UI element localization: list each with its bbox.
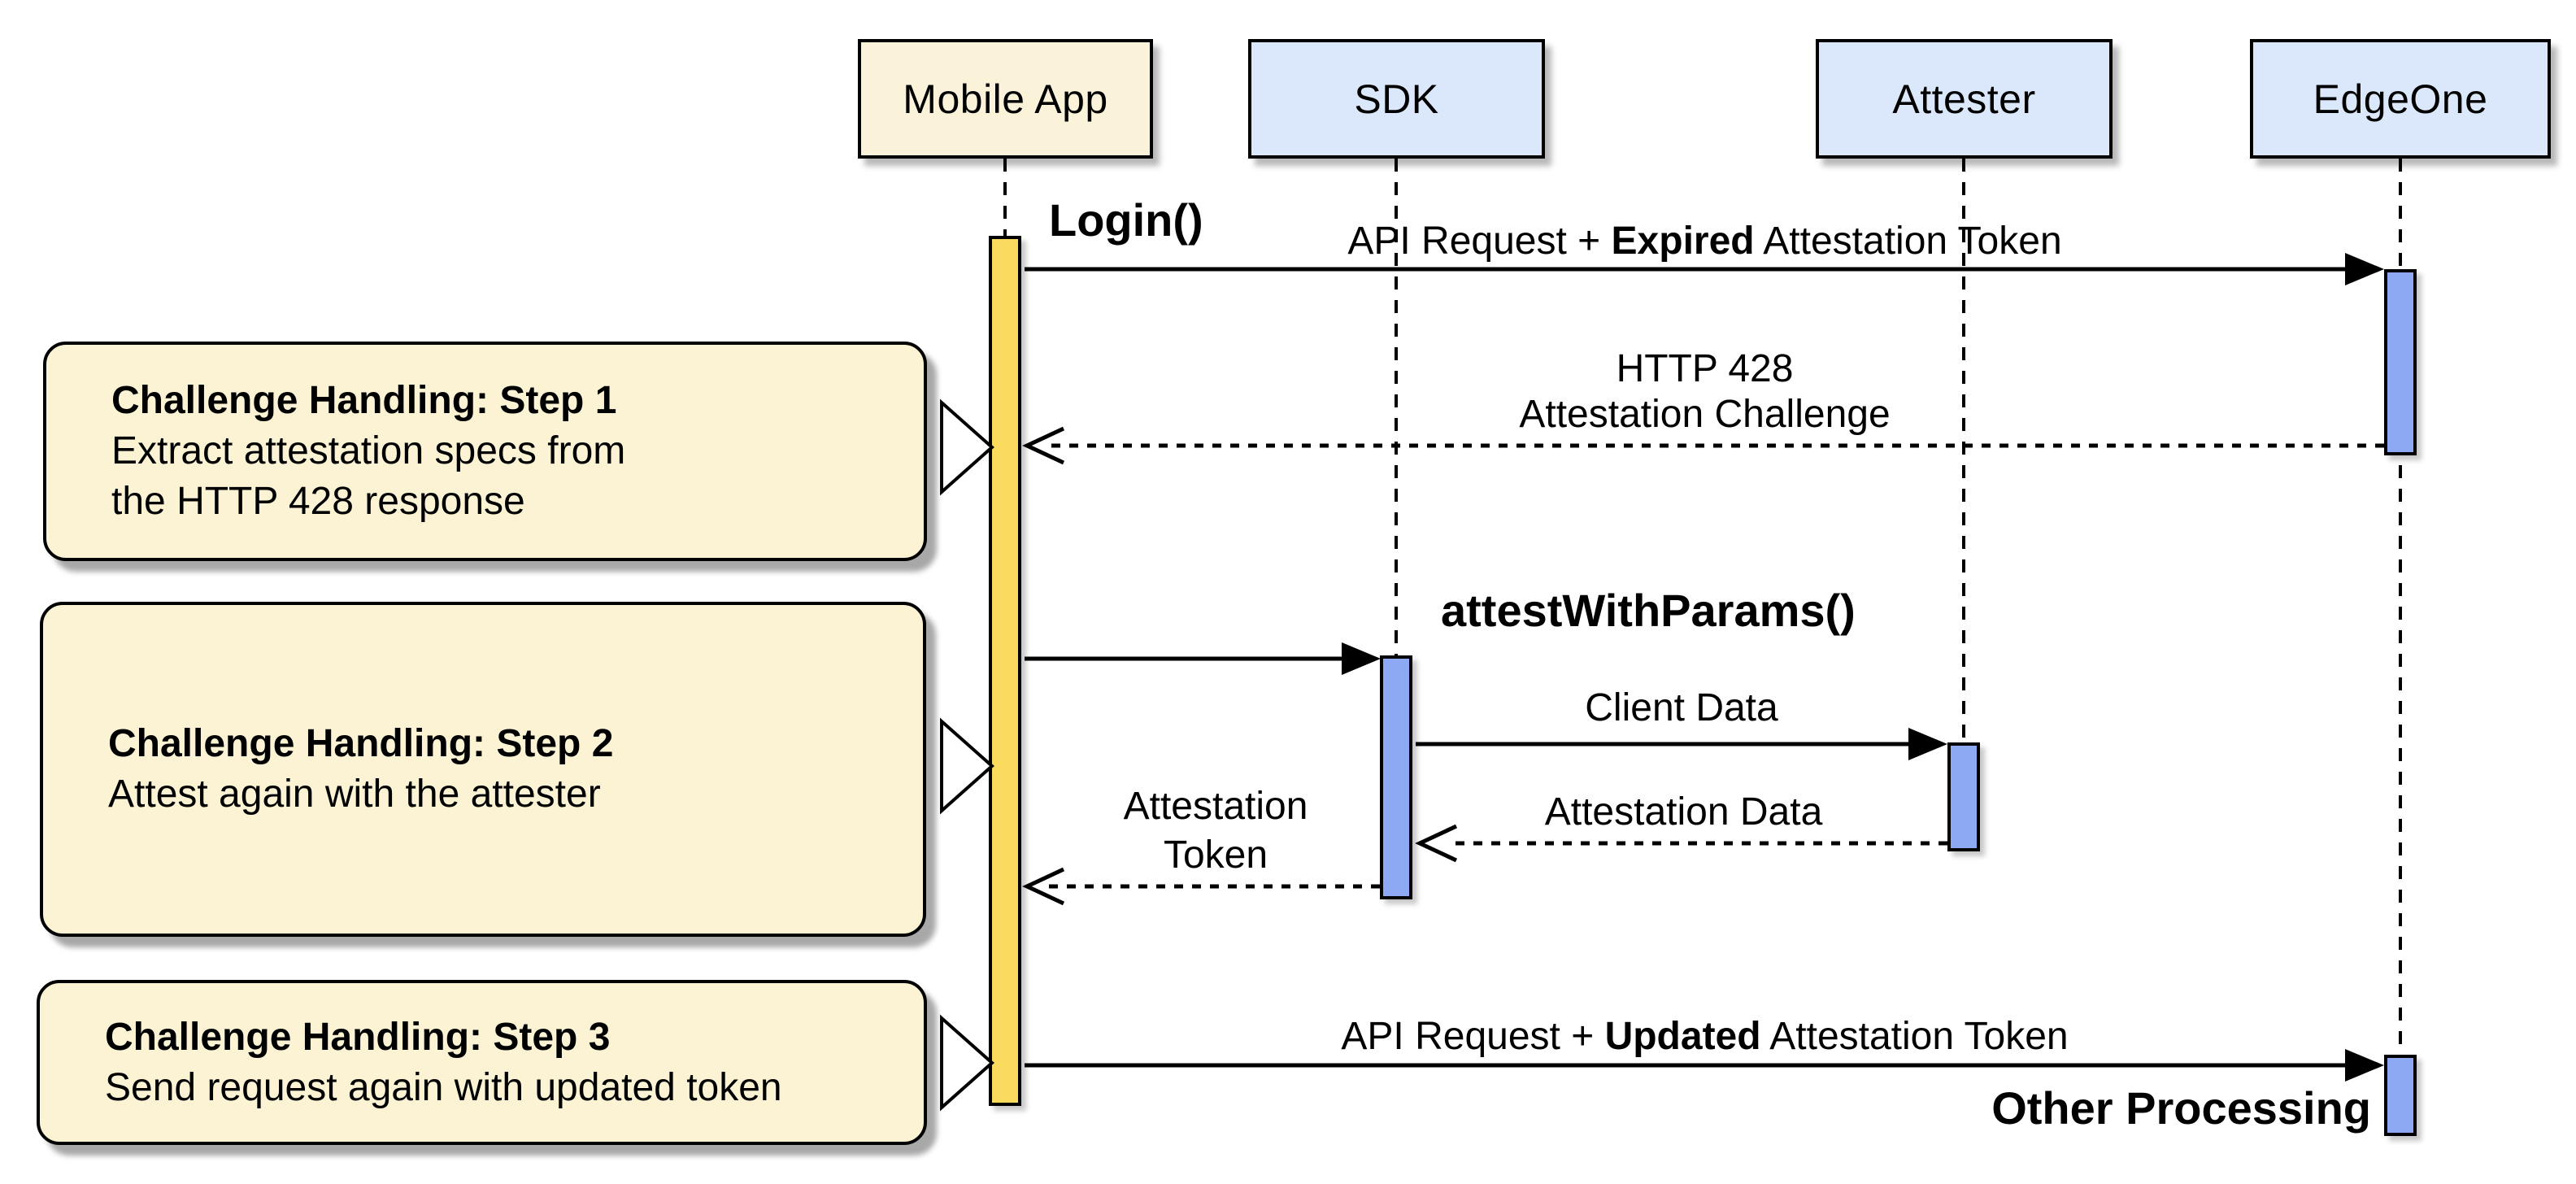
message-api-request-expired-prefix: API Request +	[1347, 220, 1612, 263]
arrowhead-attest-call	[1342, 642, 1381, 675]
note-pointer-3	[940, 1014, 995, 1112]
note-step-1-title: Challenge Handling: Step 1	[111, 379, 617, 422]
participant-edgeone: EdgeOne	[2250, 39, 2551, 159]
message-http-428-line-1: HTTP 428	[1616, 347, 1794, 390]
message-api-request-updated-bold: Updated	[1604, 1015, 1761, 1058]
participant-attester-label: Attester	[1892, 76, 2036, 122]
note-step-2-title: Challenge Handling: Step 2	[108, 722, 614, 765]
arrowhead-attestation-data	[1415, 824, 1458, 863]
arrowhead-client-data	[1908, 728, 1947, 760]
participant-mobile-app: Mobile App	[858, 39, 1153, 159]
message-api-request-updated-prefix: API Request +	[1341, 1015, 1605, 1058]
activation-bar-edgeone-1	[2384, 269, 2417, 455]
note-step-2: Challenge Handling: Step 2 Attest again …	[40, 602, 926, 937]
note-step-2-line-1: Attest again with the attester	[108, 773, 601, 816]
other-processing-label: Other Processing	[1991, 1082, 2371, 1134]
message-api-request-expired-suffix: Attestation Token	[1754, 220, 2062, 263]
participant-edgeone-label: EdgeOne	[2313, 76, 2488, 122]
message-api-request-updated-suffix: Attestation Token	[1760, 1015, 2069, 1058]
login-label: Login()	[1049, 194, 1203, 246]
participant-sdk-label: SDK	[1354, 76, 1439, 122]
message-api-request-expired-bold: Expired	[1611, 220, 1755, 263]
note-step-1-line-1: Extract attestation specs from	[111, 429, 626, 472]
attest-with-params-label: attestWithParams()	[1441, 585, 1856, 636]
participant-attester: Attester	[1816, 39, 2113, 159]
note-step-3-line-1: Send request again with updated token	[105, 1065, 782, 1109]
activation-bar-edgeone-2	[2384, 1055, 2417, 1136]
activation-bar-mobile-app	[989, 236, 1021, 1106]
message-client-data: Client Data	[1585, 686, 1778, 729]
activation-bar-sdk	[1380, 655, 1412, 899]
message-attestation-token-line-1: Attestation	[1123, 785, 1308, 828]
note-pointer-1	[940, 398, 995, 496]
message-http-428-line-2: Attestation Challenge	[1519, 393, 1891, 436]
note-pointer-2	[940, 717, 995, 815]
arrowhead-api-request-expired	[2345, 253, 2384, 285]
message-http-428: HTTP 428 Attestation Challenge	[1025, 346, 2384, 437]
arrowhead-http-428	[1022, 426, 1065, 465]
note-step-3-title: Challenge Handling: Step 3	[105, 1015, 611, 1059]
message-attestation-token: Attestation Token	[1057, 782, 1374, 880]
message-attestation-data: Attestation Data	[1544, 790, 1823, 834]
participant-mobile-app-label: Mobile App	[903, 76, 1108, 122]
participant-sdk: SDK	[1248, 39, 1545, 159]
arrowhead-attestation-token	[1022, 867, 1065, 906]
note-step-1: Challenge Handling: Step 1 Extract attes…	[43, 342, 927, 561]
arrowhead-api-request-updated	[2345, 1049, 2384, 1082]
note-step-3: Challenge Handling: Step 3 Send request …	[37, 980, 927, 1145]
message-attestation-token-line-2: Token	[1163, 834, 1268, 877]
note-step-1-line-2: the HTTP 428 response	[111, 480, 525, 523]
message-api-request-expired: API Request + Expired Attestation Token	[1025, 220, 2384, 263]
activation-bar-attester	[1947, 742, 1980, 851]
message-api-request-updated: API Request + Updated Attestation Token	[1025, 1015, 2384, 1059]
